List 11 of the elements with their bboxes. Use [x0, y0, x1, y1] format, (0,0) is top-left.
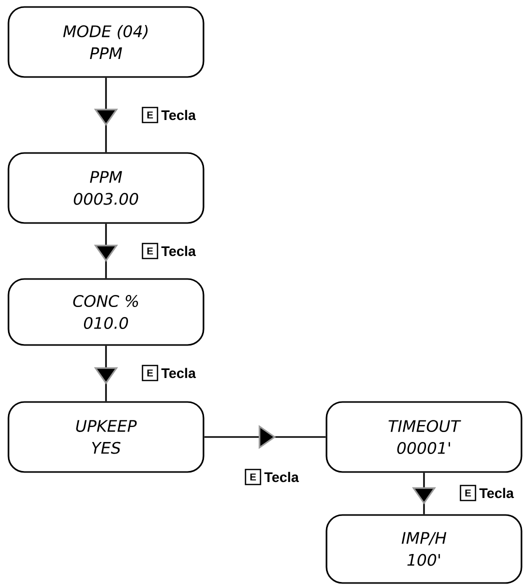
display-box: IMP/H 100' [326, 514, 522, 584]
display-box: PPM 0003.00 [8, 152, 204, 224]
edge-label: Tecla [264, 472, 299, 482]
display-box: CONC % 010.0 [8, 278, 204, 346]
edge-label: Tecla [479, 488, 514, 498]
display-box: MODE (04) PPM [8, 6, 204, 78]
edge-label: Tecla [161, 246, 196, 256]
edge-label: Tecla [161, 368, 196, 378]
edge-label: Tecla [161, 110, 196, 120]
display-box: UPKEEP YES [8, 401, 204, 473]
display-box: TIMEOUT 00001' [326, 401, 522, 473]
